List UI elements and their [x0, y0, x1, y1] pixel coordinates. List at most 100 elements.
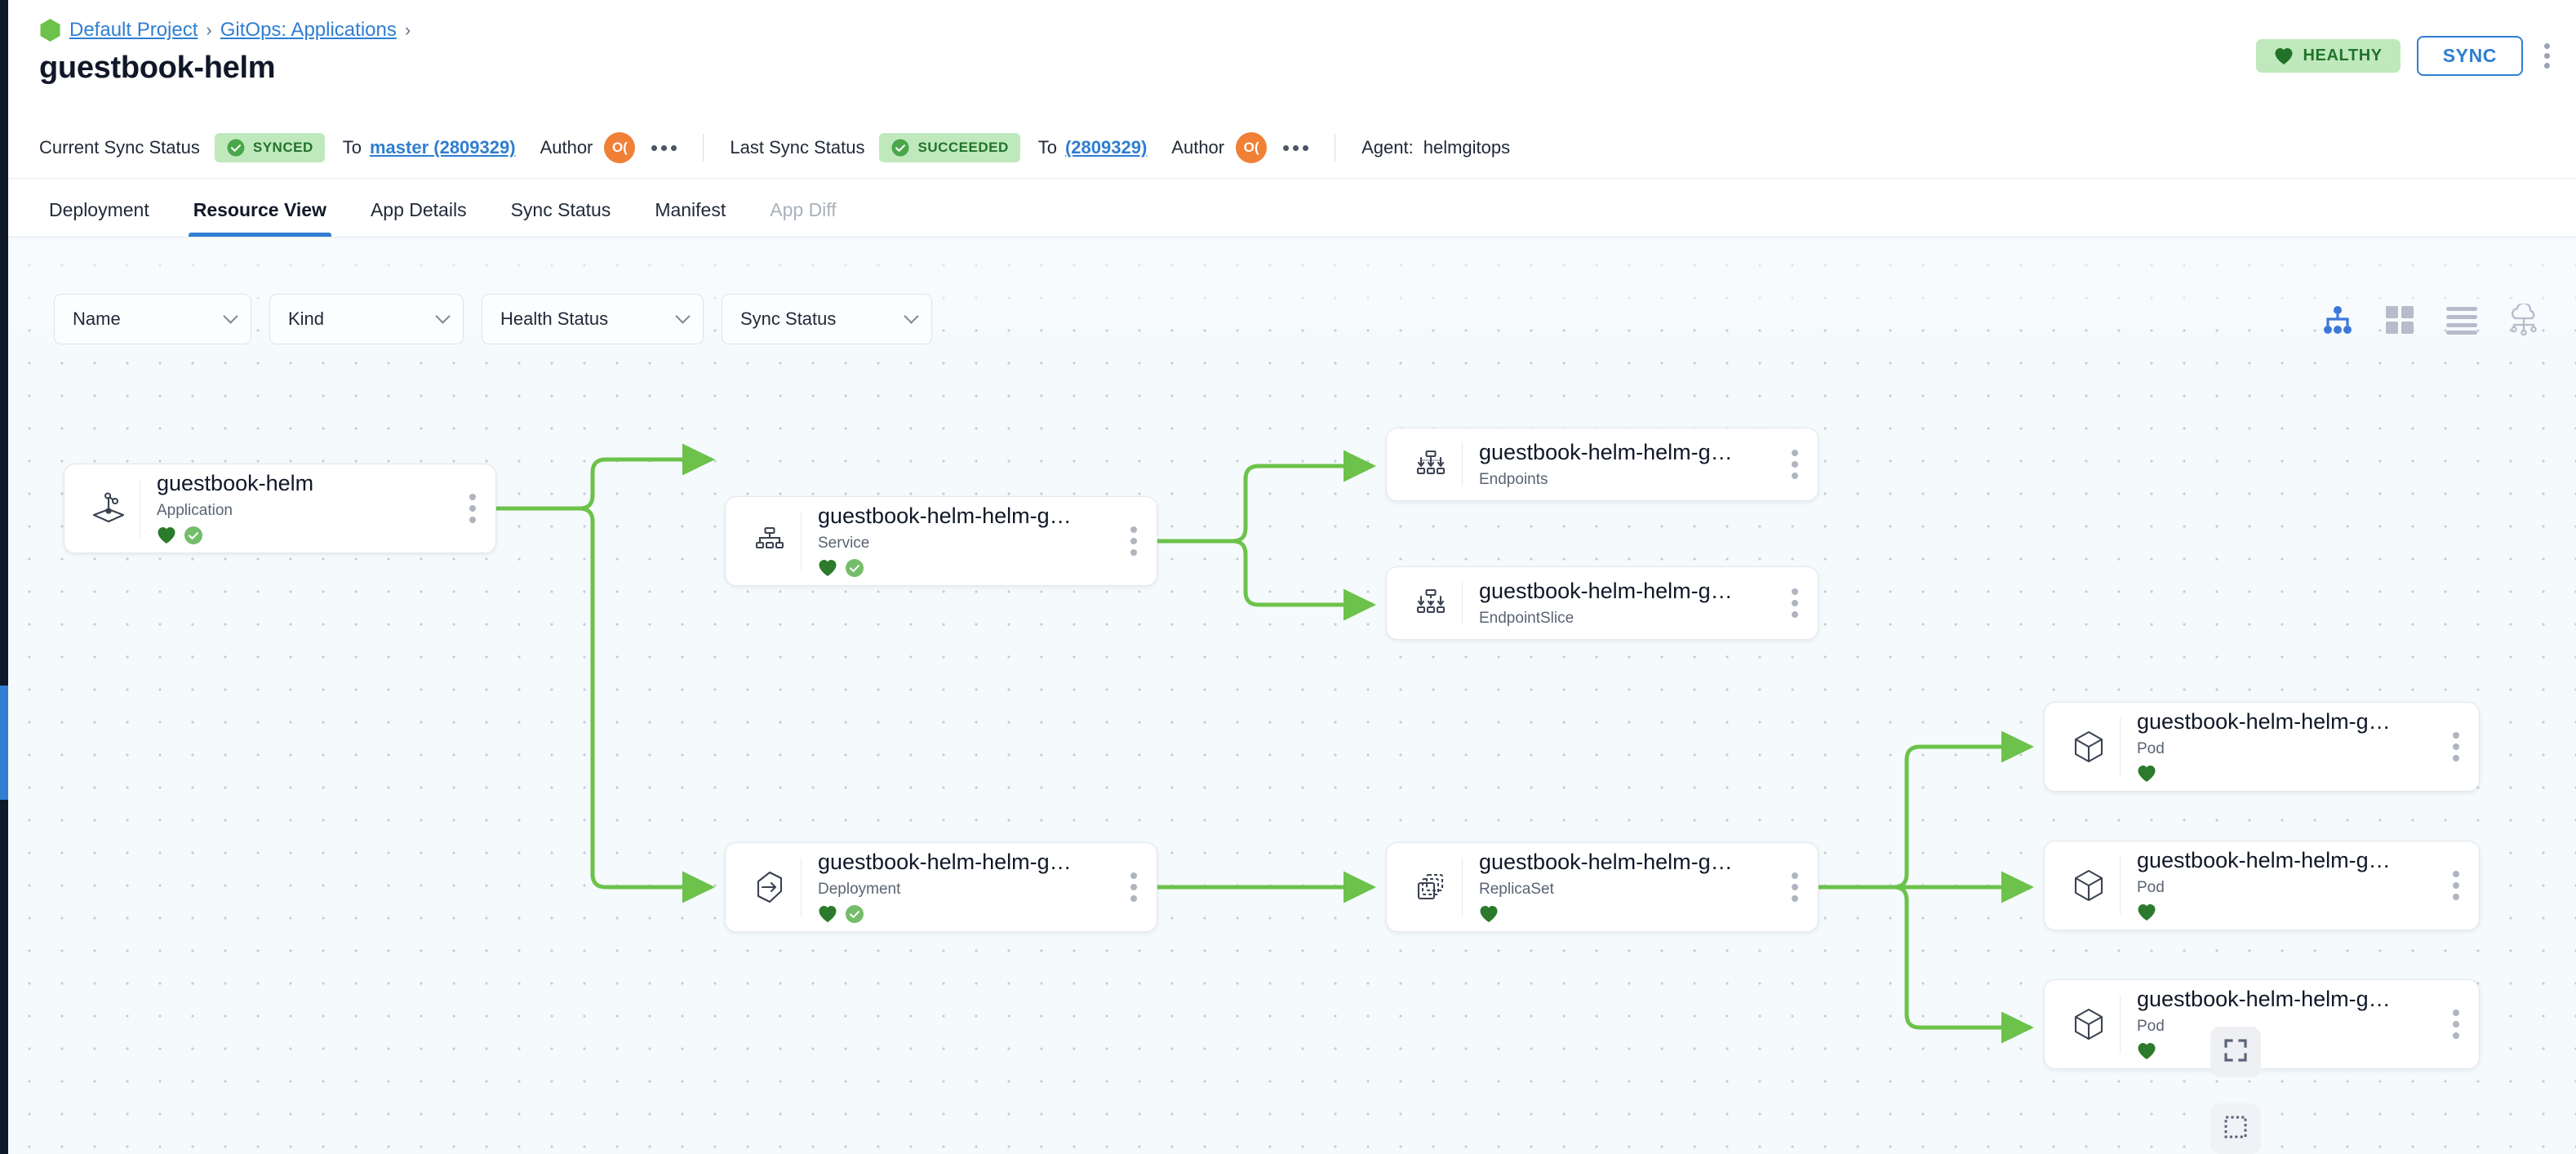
header-actions: HEALTHY SYNC	[2255, 36, 2555, 76]
node-kebab-menu-icon[interactable]	[1119, 872, 1157, 902]
breadcrumb-link-project[interactable]: Default Project	[69, 19, 198, 41]
tree-view-icon[interactable]	[2318, 300, 2357, 340]
heart-icon	[818, 905, 837, 923]
node-kebab-menu-icon[interactable]	[1780, 588, 1818, 618]
chevron-down-icon	[675, 308, 691, 324]
check-circle-icon-2	[890, 138, 910, 158]
tab-manifest[interactable]: Manifest	[655, 199, 726, 220]
divider	[703, 134, 704, 162]
node-kebab-menu-icon[interactable]	[2441, 1010, 2479, 1039]
last-revision-link[interactable]: (2809329)	[1064, 137, 1148, 158]
app-left-rail	[0, 0, 8, 1154]
graph-node-endpointslice[interactable]: guestbook-helm-helm-g… EndpointSlice	[1386, 566, 1819, 640]
heart-icon	[2137, 1042, 2156, 1060]
sync-status-bar: Current Sync Status SYNCED To master (28…	[8, 118, 2576, 179]
tab-sync-status[interactable]: Sync Status	[510, 199, 611, 220]
endpointslice-icon	[1405, 586, 1457, 620]
network-topology-icon[interactable]	[2504, 300, 2543, 340]
grid-view-icon[interactable]	[2380, 300, 2419, 340]
tab-deployment[interactable]: Deployment	[49, 199, 149, 220]
node-kebab-menu-icon[interactable]	[1119, 526, 1157, 556]
node-divider	[2120, 995, 2121, 1054]
ellipsis-icon-current[interactable]	[651, 144, 677, 151]
app-header: Default Project › GitOps: Applications ›…	[8, 0, 2576, 118]
node-kebab-menu-icon[interactable]	[458, 494, 495, 523]
breadcrumb-link-applications[interactable]: GitOps: Applications	[220, 19, 397, 41]
ellipsis-icon-last[interactable]	[1283, 144, 1309, 151]
filter-sync-status-dropdown[interactable]: Sync Status	[722, 294, 932, 344]
node-kind: Pod	[2137, 1018, 2165, 1036]
avatar-current-author[interactable]: O(	[604, 132, 636, 163]
filter-kind-label: Kind	[288, 308, 325, 329]
node-body: guestbook-helm Application	[157, 471, 458, 546]
last-sync-status-chip-label: SUCCEEDED	[917, 140, 1009, 155]
current-author-label: Author	[540, 137, 593, 158]
node-divider	[801, 512, 802, 570]
agent-value: helmgitops	[1423, 137, 1511, 158]
graph-node-endpoints[interactable]: guestbook-helm-helm-g… Endpoints	[1386, 428, 1819, 501]
graph-node-pod-2[interactable]: guestbook-helm-helm-g… Pod	[2044, 841, 2480, 930]
node-divider	[1462, 858, 1463, 917]
node-title: guestbook-helm-helm-g…	[818, 503, 1072, 528]
node-kind: ReplicaSet	[1479, 881, 1554, 899]
resource-graph-canvas[interactable]: Name Kind Health Status Sync Status	[8, 237, 2576, 1154]
check-circle-icon	[845, 558, 864, 578]
endpoints-icon	[1405, 447, 1457, 482]
filter-name-label: Name	[73, 308, 121, 329]
node-title: guestbook-helm-helm-g…	[1479, 578, 1733, 603]
health-badge-label: HEALTHY	[2303, 47, 2383, 64]
fit-view-icon	[2223, 1037, 2249, 1067]
current-sync-status-chip-label: SYNCED	[252, 140, 313, 155]
current-sync-status-chip: SYNCED	[214, 133, 325, 162]
tab-app-details[interactable]: App Details	[370, 199, 467, 220]
fit-view-button[interactable]	[2210, 1027, 2261, 1077]
list-view-icon[interactable]	[2442, 300, 2481, 340]
breadcrumb-separator: ›	[206, 20, 212, 40]
filter-bar: Name Kind Health Status Sync Status	[54, 294, 932, 344]
node-body: guestbook-helm-helm-g… Pod	[2137, 987, 2441, 1062]
graph-node-pod-3[interactable]: guestbook-helm-helm-g… Pod	[2044, 979, 2480, 1069]
node-body: guestbook-helm-helm-g… Service	[818, 504, 1119, 579]
filter-health-status-dropdown[interactable]: Health Status	[482, 294, 704, 344]
node-kebab-menu-icon[interactable]	[2441, 732, 2479, 761]
node-kebab-menu-icon[interactable]	[2441, 871, 2479, 900]
node-badges	[157, 525, 451, 546]
heart-icon	[157, 526, 176, 544]
filter-name-dropdown[interactable]: Name	[54, 294, 251, 344]
node-badges	[2137, 1041, 2435, 1062]
graph-node-application[interactable]: guestbook-helm Application	[64, 464, 496, 553]
node-kebab-menu-icon[interactable]	[1780, 450, 1818, 479]
left-rail-active-indicator	[0, 686, 8, 800]
sync-button[interactable]: SYNC	[2416, 36, 2523, 76]
page-title: guestbook-helm	[39, 51, 276, 85]
node-kebab-menu-icon[interactable]	[1780, 872, 1818, 902]
node-title: guestbook-helm-helm-g…	[2137, 986, 2391, 1011]
breadcrumb: Default Project › GitOps: Applications ›	[39, 18, 411, 42]
heart-icon	[2137, 903, 2156, 921]
graph-node-replicaset[interactable]: guestbook-helm-helm-g… ReplicaSet	[1386, 842, 1819, 932]
node-body: guestbook-helm-helm-g… Endpoints	[1479, 440, 1780, 489]
filter-sync-label: Sync Status	[740, 308, 837, 329]
last-to-label: To	[1037, 137, 1057, 158]
graph-node-service[interactable]: guestbook-helm-helm-g… Service	[725, 496, 1157, 586]
node-body: guestbook-helm-helm-g… ReplicaSet	[1479, 850, 1780, 925]
filter-health-label: Health Status	[500, 308, 609, 329]
filter-kind-dropdown[interactable]: Kind	[269, 294, 464, 344]
avatar-last-author[interactable]: O(	[1236, 132, 1268, 163]
current-to-label: To	[342, 137, 362, 158]
application-icon	[82, 490, 135, 527]
node-title: guestbook-helm-helm-g…	[818, 849, 1072, 874]
node-divider	[1462, 442, 1463, 486]
tab-bar: Deployment Resource View App Details Syn…	[8, 179, 2576, 237]
node-body: guestbook-helm-helm-g… Pod	[2137, 709, 2441, 784]
node-badges	[2137, 902, 2435, 923]
node-kind: Deployment	[818, 881, 901, 899]
current-revision-link[interactable]: master (2809329)	[369, 137, 516, 158]
graph-node-pod-1[interactable]: guestbook-helm-helm-g… Pod	[2044, 702, 2480, 792]
kebab-menu-icon[interactable]	[2539, 38, 2555, 73]
tab-resource-view[interactable]: Resource View	[188, 199, 332, 237]
graph-node-deployment[interactable]: guestbook-helm-helm-g… Deployment	[725, 842, 1157, 932]
heart-icon	[1479, 905, 1499, 923]
box-select-button[interactable]	[2210, 1103, 2261, 1154]
last-sync-status-chip: SUCCEEDED	[879, 133, 1020, 162]
